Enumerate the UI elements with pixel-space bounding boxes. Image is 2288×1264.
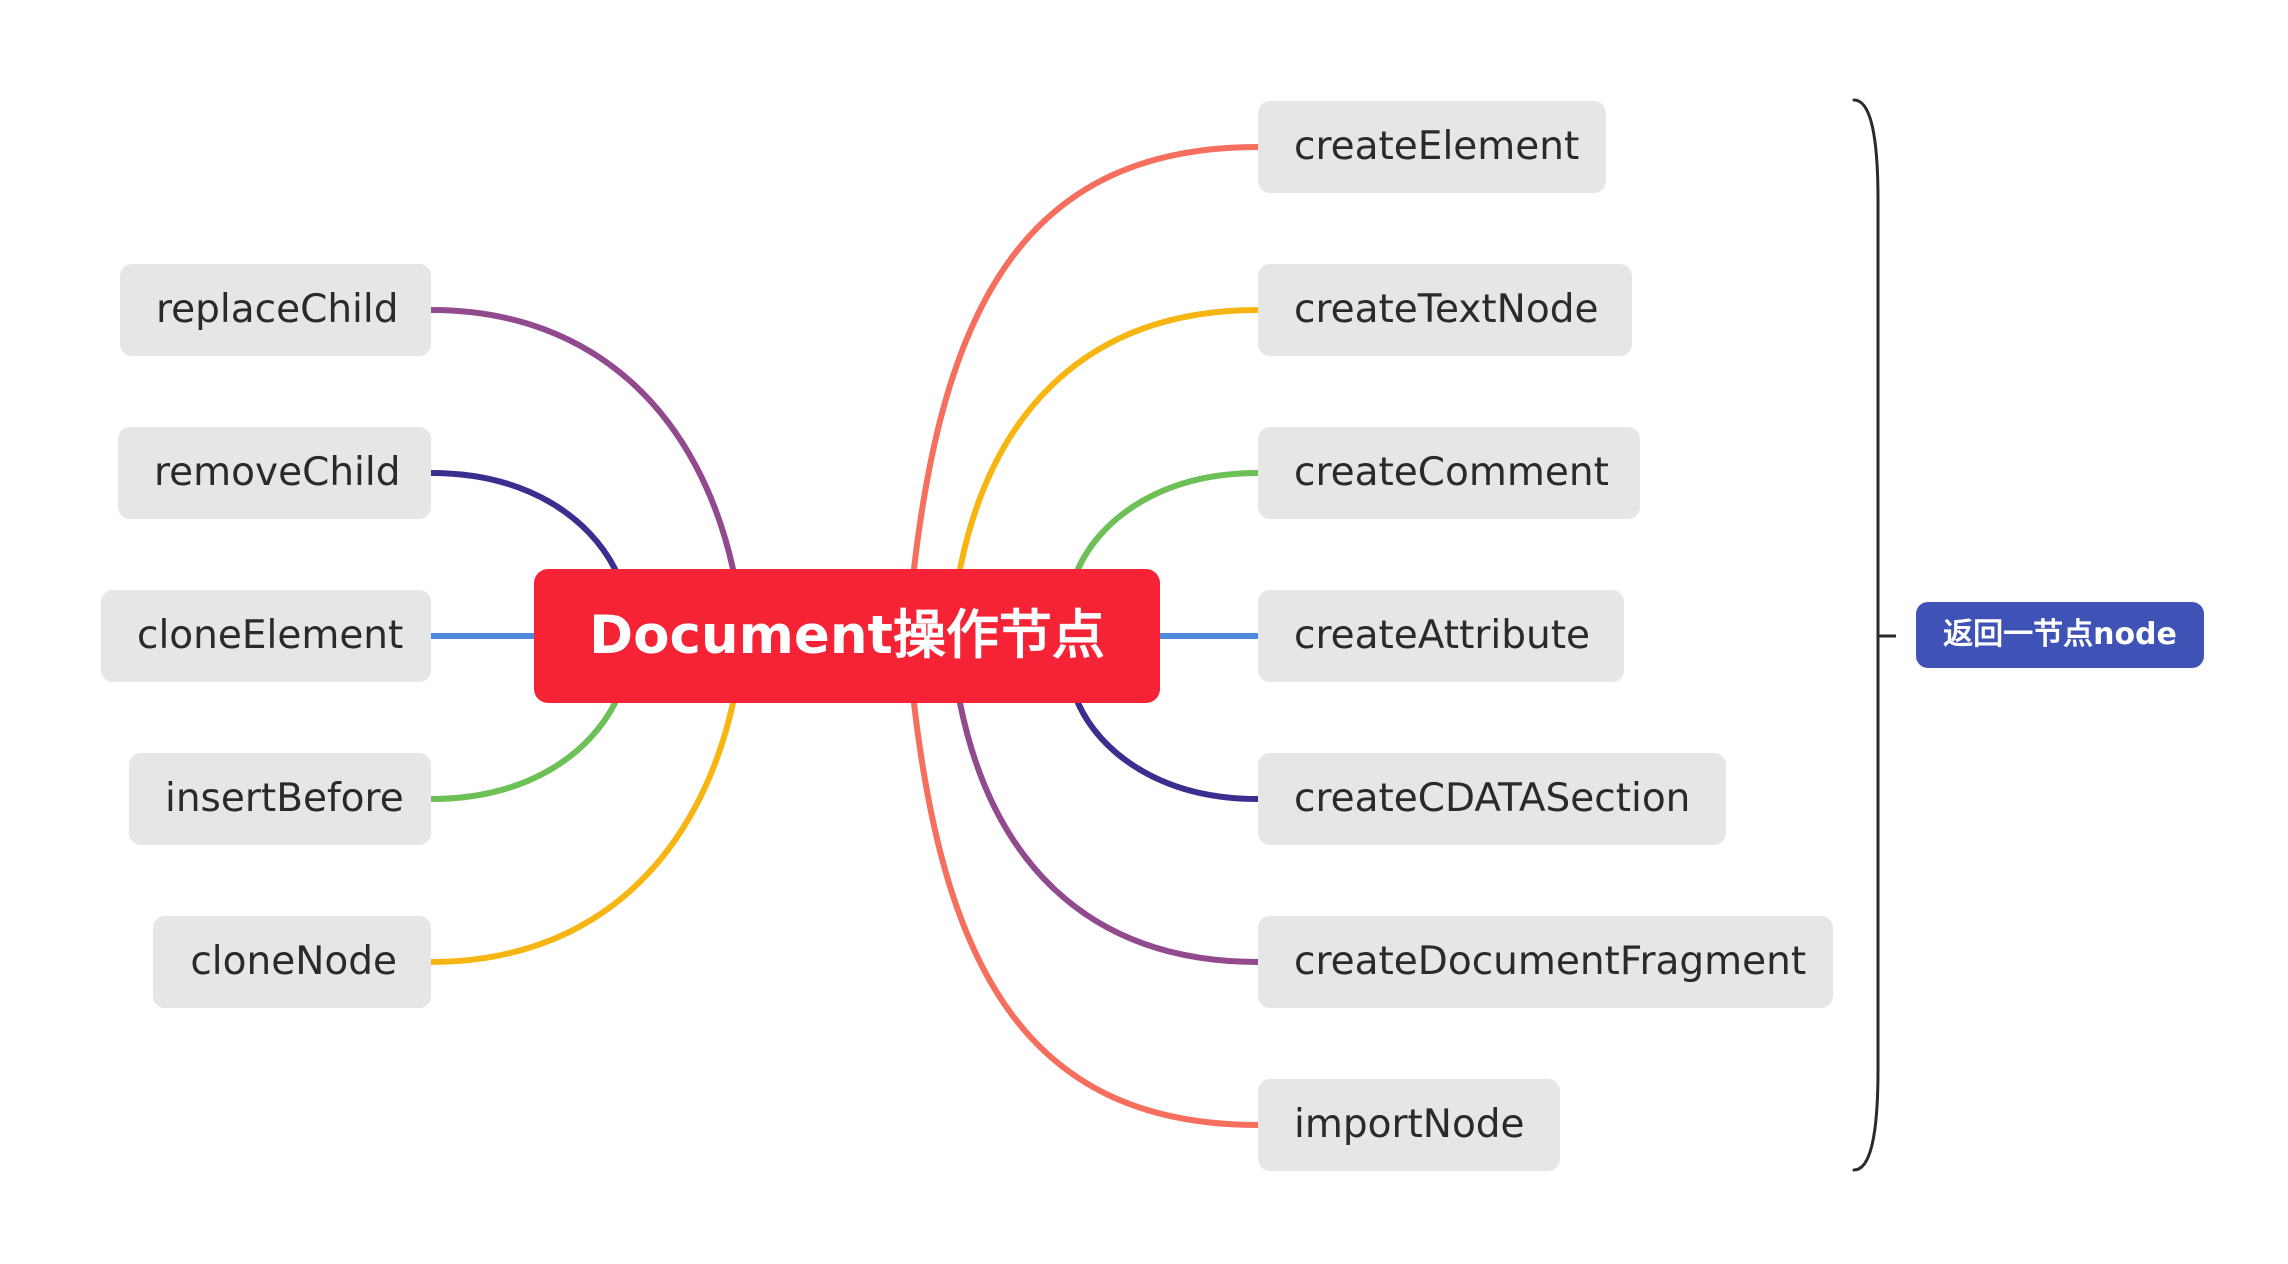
topic-remove-child[interactable]: removeChild <box>118 427 431 519</box>
connector-create-cdata-section <box>1075 700 1261 802</box>
topic-create-element[interactable]: createElement <box>1258 101 1606 193</box>
connector-replace-child <box>428 307 736 572</box>
connector-remove-child <box>428 470 618 572</box>
connector-create-document-fragment <box>957 700 1261 965</box>
summary-label[interactable]: 返回一节点node <box>1916 602 2204 668</box>
topic-create-attribute[interactable]: createAttribute <box>1258 590 1624 682</box>
topic-import-node[interactable]: importNode <box>1258 1079 1560 1171</box>
topic-create-text-node[interactable]: createTextNode <box>1258 264 1632 356</box>
connector-insert-before <box>428 700 618 802</box>
connector-create-element <box>911 144 1261 572</box>
connector-create-text-node <box>957 307 1261 572</box>
topic-clone-element[interactable]: cloneElement <box>101 590 431 682</box>
topic-replace-child[interactable]: replaceChild <box>120 264 431 356</box>
topic-insert-before[interactable]: insertBefore <box>129 753 431 845</box>
connector-create-comment <box>1075 470 1261 572</box>
topic-create-cdata-section[interactable]: createCDATASection <box>1258 753 1726 845</box>
connector-clone-node <box>428 700 736 965</box>
central-topic[interactable]: Document操作节点 <box>534 569 1160 703</box>
topic-create-document-fragment[interactable]: createDocumentFragment <box>1258 916 1833 1008</box>
topic-clone-node[interactable]: cloneNode <box>153 916 431 1008</box>
topic-create-comment[interactable]: createComment <box>1258 427 1640 519</box>
summary-bracket <box>1852 98 1880 1172</box>
connector-import-node <box>911 700 1261 1128</box>
